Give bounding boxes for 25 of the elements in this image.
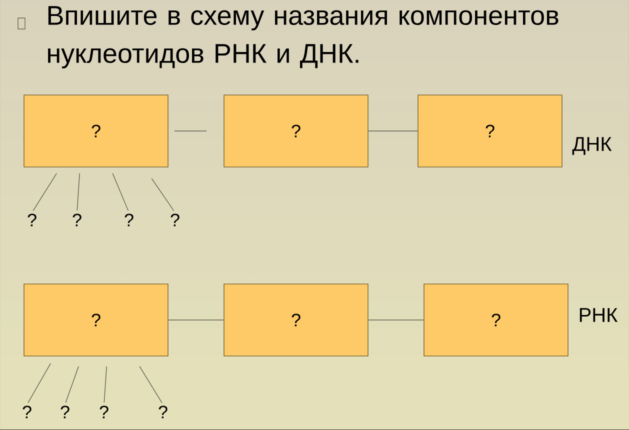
question-mark: ? (170, 214, 180, 226)
question-mark: ? (72, 214, 82, 226)
leader-line (76, 173, 80, 211)
answer-box: ? (24, 94, 168, 168)
leader-line (139, 366, 162, 404)
leader-line (112, 173, 129, 212)
leader-line (28, 363, 51, 404)
leader-line (151, 178, 174, 212)
title: Впишите в схему названия компонентов нуклеотидов РНК и ДНК. (48, 6, 558, 68)
question-mark: ? (60, 406, 70, 418)
answer-box: ? (224, 284, 368, 356)
question-mark: ? (28, 214, 36, 226)
leader-line (65, 366, 79, 403)
answer-box: ? (418, 94, 562, 168)
leader-line (104, 366, 107, 403)
answer-box: ? (224, 94, 368, 168)
question-mark: ? (158, 406, 168, 418)
connector-line (174, 130, 207, 132)
leader-line (32, 173, 57, 212)
answer-box: ? (424, 284, 568, 356)
answer-box: ? (24, 284, 168, 356)
question-mark: ? (22, 406, 32, 418)
connector-line (368, 130, 418, 132)
question-mark: ? (100, 406, 108, 418)
question-mark: ? (124, 214, 134, 226)
